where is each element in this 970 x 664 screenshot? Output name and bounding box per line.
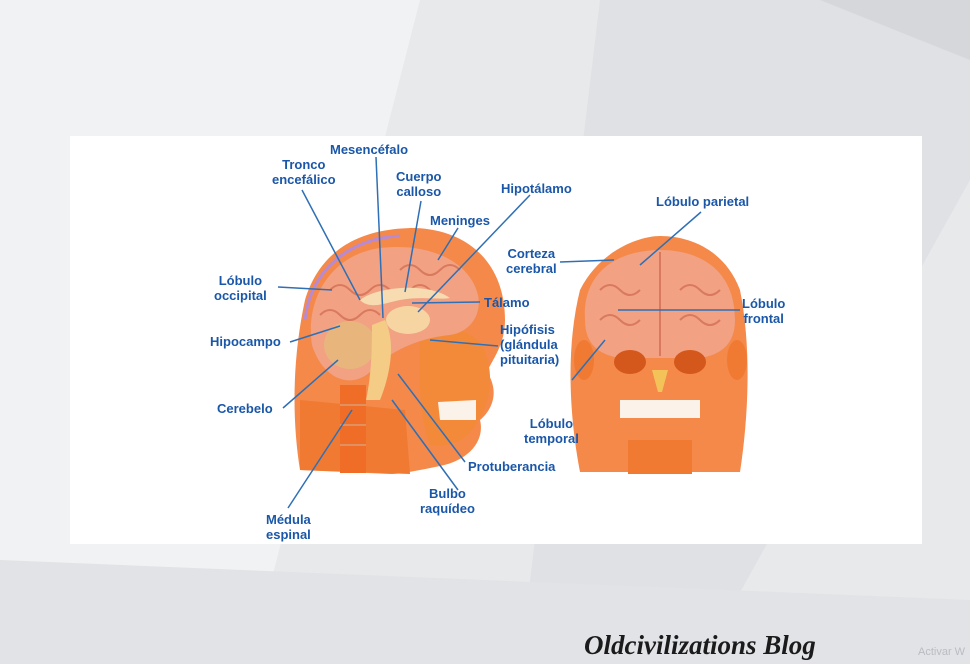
label-hipofisis: Hipófisis(glándulapituitaria) bbox=[500, 322, 559, 367]
label-hipocampo: Hipocampo bbox=[210, 334, 281, 349]
sagittal-head-illustration bbox=[295, 228, 505, 474]
label-protuberancia: Protuberancia bbox=[468, 459, 555, 474]
label-talamo: Tálamo bbox=[484, 295, 530, 310]
label-medula-espinal: Médulaespinal bbox=[266, 512, 311, 542]
label-cerebelo: Cerebelo bbox=[217, 401, 273, 416]
label-cuerpo-calloso: Cuerpocalloso bbox=[396, 169, 442, 199]
label-lobulo-parietal: Lóbulo parietal bbox=[656, 194, 749, 209]
label-mesencefalo: Mesencéfalo bbox=[330, 142, 408, 157]
blog-title: Oldcivilizations Blog bbox=[584, 630, 816, 661]
activation-watermark: Activar W bbox=[918, 646, 965, 658]
label-lobulo-temporal: Lóbulotemporal bbox=[524, 416, 579, 446]
label-bulbo-raquideo: Bulboraquídeo bbox=[420, 486, 475, 516]
label-tronco-encefalico: Troncoencefálico bbox=[272, 157, 336, 187]
label-hipotalamo: Hipotálamo bbox=[501, 181, 572, 196]
label-corteza-cerebral: Cortezacerebral bbox=[506, 246, 557, 276]
label-lobulo-frontal: Lóbulofrontal bbox=[742, 296, 785, 326]
frontal-head-illustration bbox=[571, 236, 748, 474]
label-meninges: Meninges bbox=[430, 213, 490, 228]
label-lobulo-occipital: Lóbulooccipital bbox=[214, 273, 267, 303]
